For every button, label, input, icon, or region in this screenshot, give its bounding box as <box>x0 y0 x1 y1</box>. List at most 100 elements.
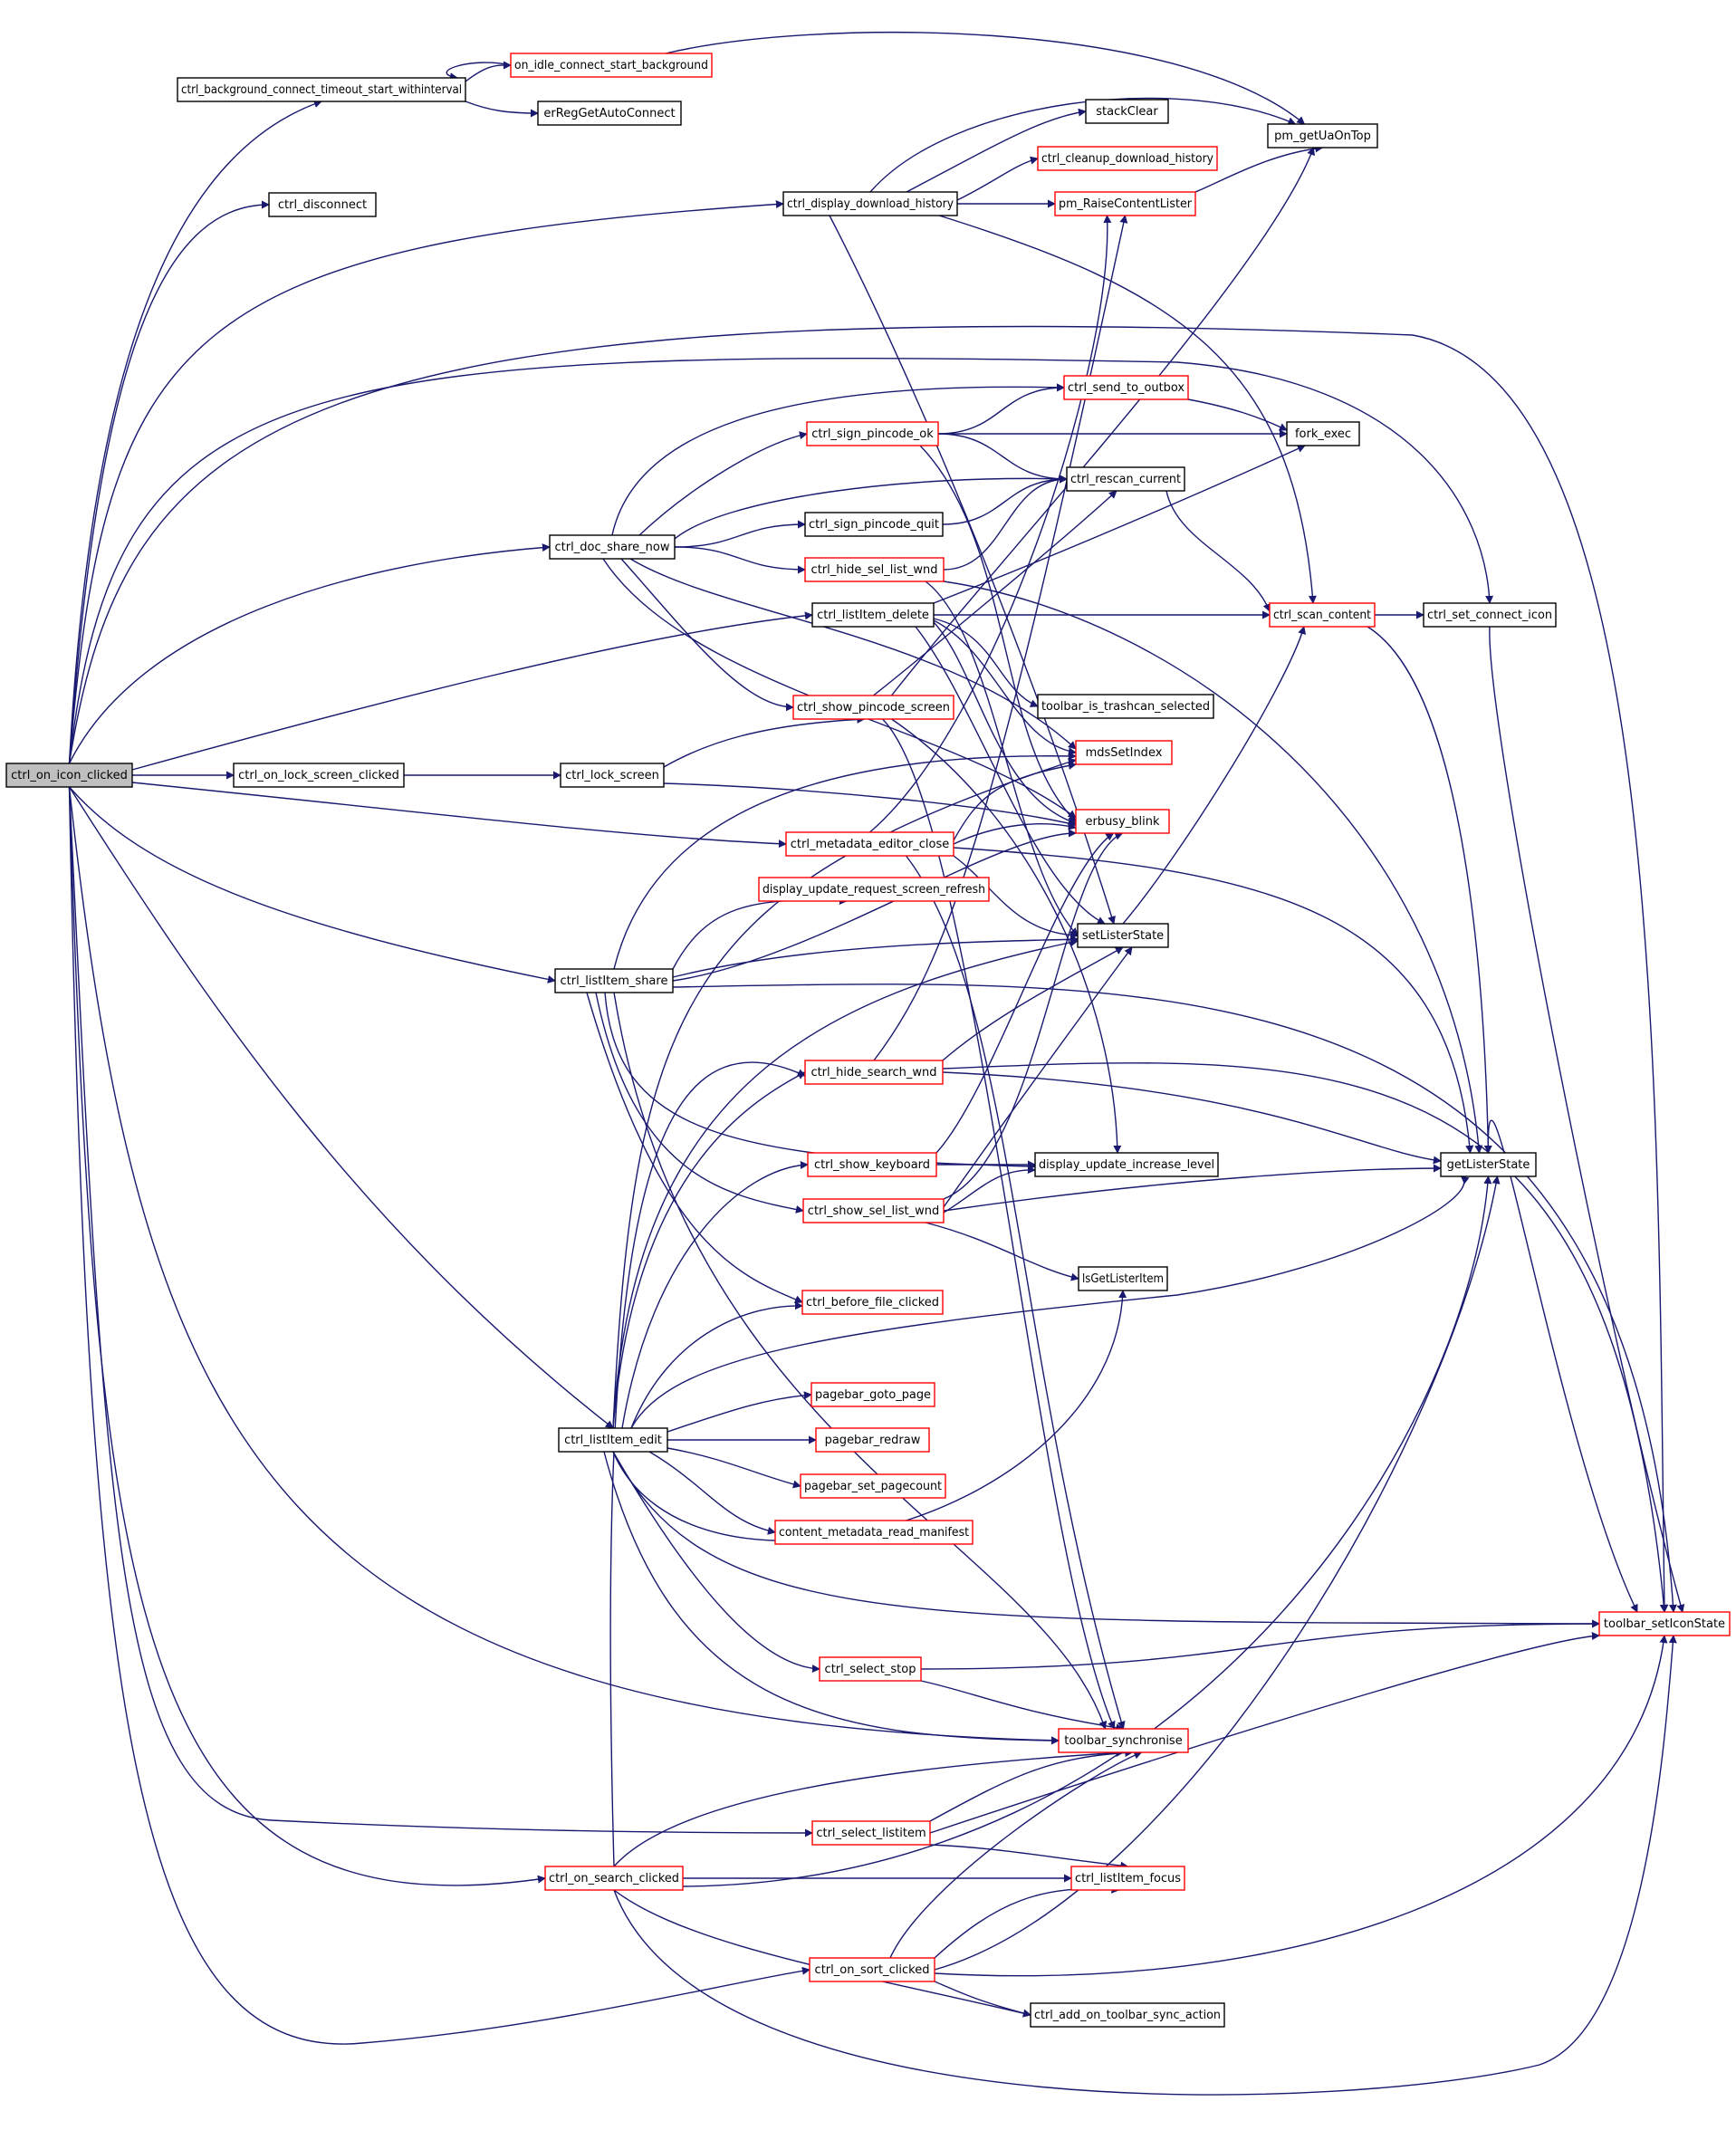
node-box-lie <box>558 1427 668 1453</box>
edge-lie-to-sls <box>612 938 1079 1429</box>
edge-lie-to-psp <box>667 1447 801 1489</box>
node-sto[interactable]: ctrl_send_to_outbox <box>1063 375 1189 400</box>
node-root[interactable]: ctrl_on_icon_clicked <box>5 763 133 788</box>
edge-bgct-to-ergac <box>465 101 539 118</box>
node-dursr[interactable]: display_update_request_screen_refresh <box>758 877 990 902</box>
node-pr[interactable]: pagebar_redraw <box>815 1427 930 1453</box>
node-erb[interactable]: erbusy_blink <box>1075 809 1170 834</box>
node-hslw[interactable]: ctrl_hide_sel_list_wnd <box>804 557 945 582</box>
node-sk[interactable]: ctrl_show_keyboard <box>807 1152 937 1177</box>
node-box-osc <box>544 1866 684 1891</box>
node-rescan[interactable]: ctrl_rescan_current <box>1066 466 1185 492</box>
node-sls[interactable]: setListerState <box>1077 923 1169 948</box>
node-psp[interactable]: pagebar_set_pagecount <box>800 1473 946 1499</box>
node-lis[interactable]: ctrl_listItem_share <box>554 968 674 993</box>
node-igli[interactable]: lsGetListerItem <box>1078 1266 1168 1291</box>
edge-lie-to-gls <box>630 1175 1470 1429</box>
node-aotsa[interactable]: ctrl_add_on_toolbar_sync_action <box>1030 2002 1225 2028</box>
node-cmrm[interactable]: content_metadata_read_manifest <box>774 1520 974 1545</box>
node-label-lock: ctrl_lock_screen <box>565 769 659 782</box>
edge-hsw-to-tsis <box>942 1062 1668 1613</box>
node-duil[interactable]: display_update_increase_level <box>1034 1152 1219 1177</box>
node-stackc[interactable]: stackClear <box>1085 99 1169 124</box>
node-ergac[interactable]: erRegGetAutoConnect <box>537 101 682 126</box>
node-label-sls: setListerState <box>1082 929 1164 943</box>
edge-root-to-sli <box>68 786 813 1837</box>
node-label-cmrm: content_metadata_read_manifest <box>779 1526 969 1540</box>
node-lif[interactable]: ctrl_listItem_focus <box>1070 1866 1185 1891</box>
node-label-spok: ctrl_sign_pincode_ok <box>811 427 934 441</box>
node-box-oicsb <box>510 53 713 78</box>
node-gls[interactable]: getListerState <box>1440 1152 1537 1177</box>
node-box-lif <box>1070 1866 1185 1891</box>
node-lid[interactable]: ctrl_listItem_delete <box>811 602 935 628</box>
node-osort[interactable]: ctrl_on_sort_clicked <box>809 1957 935 1982</box>
node-box-sli <box>811 1820 931 1846</box>
edge-sps-to-pmua <box>890 147 1315 696</box>
node-label-rescan: ctrl_rescan_current <box>1070 473 1181 486</box>
node-label-cdh: ctrl_cleanup_download_history <box>1041 152 1213 166</box>
node-label-bgct: ctrl_background_connect_timeout_start_wi… <box>181 83 462 97</box>
edge-lid-to-sls <box>915 626 1106 925</box>
edge-lis-to-tsync <box>613 992 1108 1730</box>
node-label-osort: ctrl_on_sort_clicked <box>815 1963 930 1977</box>
edge-hslw-to-gls <box>943 580 1483 1154</box>
node-tsync[interactable]: toolbar_synchronise <box>1058 1728 1189 1753</box>
node-osc[interactable]: ctrl_on_search_clicked <box>544 1866 684 1891</box>
node-oicsb[interactable]: on_idle_connect_start_background <box>510 53 713 78</box>
node-ss[interactable]: ctrl_select_stop <box>819 1656 922 1682</box>
node-fork[interactable]: fork_exec <box>1286 421 1360 446</box>
node-label-lid: ctrl_listItem_delete <box>817 609 929 622</box>
node-hsw[interactable]: ctrl_hide_search_wnd <box>804 1060 944 1085</box>
edge-spok-to-rescan <box>937 433 1068 484</box>
node-box-tsync <box>1058 1728 1189 1753</box>
node-spok[interactable]: ctrl_sign_pincode_ok <box>806 421 939 446</box>
node-scan[interactable]: ctrl_scan_content <box>1269 602 1376 628</box>
edge-lock-to-erb <box>663 782 1077 828</box>
node-tits[interactable]: toolbar_is_trashcan_selected <box>1037 694 1214 719</box>
node-box-psp <box>800 1473 946 1499</box>
edge-sli-to-tsync <box>929 1748 1134 1822</box>
node-spq[interactable]: ctrl_sign_pincode_quit <box>804 512 944 537</box>
node-box-mds <box>1075 740 1173 765</box>
call-edges <box>68 31 1685 2096</box>
node-box-pr <box>815 1427 930 1453</box>
node-lock[interactable]: ctrl_lock_screen <box>560 763 665 788</box>
node-label-pmua: pm_getUaOnTop <box>1274 130 1371 143</box>
node-cdh[interactable]: ctrl_cleanup_download_history <box>1037 146 1218 171</box>
edge-sslw-to-erb <box>943 832 1124 1200</box>
node-box-osort <box>809 1957 935 1982</box>
node-lie[interactable]: ctrl_listItem_edit <box>558 1427 668 1453</box>
node-sslw[interactable]: ctrl_show_sel_list_wnd <box>802 1198 945 1223</box>
edge-lis-to-sls <box>672 935 1079 978</box>
node-pgp[interactable]: pagebar_goto_page <box>810 1382 935 1407</box>
node-label-pr: pagebar_redraw <box>825 1434 921 1447</box>
edge-sps-to-tsync <box>882 718 1116 1730</box>
node-mec[interactable]: ctrl_metadata_editor_close <box>785 831 954 857</box>
edge-lid-to-tits <box>933 618 1039 707</box>
node-bgct[interactable]: ctrl_background_connect_timeout_start_wi… <box>177 77 466 102</box>
node-ddh[interactable]: ctrl_display_download_history <box>782 191 958 216</box>
node-sli[interactable]: ctrl_select_listitem <box>811 1820 931 1846</box>
node-box-sps <box>792 695 954 720</box>
node-disc[interactable]: ctrl_disconnect <box>268 192 377 217</box>
node-dsn[interactable]: ctrl_doc_share_now <box>549 534 676 560</box>
edge-lie-to-mds <box>612 758 1077 1429</box>
node-sps[interactable]: ctrl_show_pincode_screen <box>792 695 954 720</box>
node-box-rescan <box>1066 466 1185 492</box>
node-bfc[interactable]: ctrl_before_file_clicked <box>801 1290 944 1315</box>
node-box-sci <box>1423 602 1557 628</box>
edge-dsn-to-sto <box>611 383 1065 536</box>
node-sci[interactable]: ctrl_set_connect_icon <box>1423 602 1557 628</box>
node-olsc[interactable]: ctrl_on_lock_screen_clicked <box>233 763 405 788</box>
node-pmrcl[interactable]: pm_RaiseContentLister <box>1054 191 1196 216</box>
node-label-pgp: pagebar_goto_page <box>815 1388 931 1402</box>
node-tsis[interactable]: toolbar_setIconState <box>1598 1611 1731 1636</box>
node-pmua[interactable]: pm_getUaOnTop <box>1267 123 1378 149</box>
node-mds[interactable]: mdsSetIndex <box>1075 740 1173 765</box>
node-label-duil: display_update_increase_level <box>1039 1158 1214 1172</box>
edge-ss-to-tsis <box>920 1619 1600 1670</box>
edge-oicsb-to-bgct <box>446 62 512 82</box>
edge-lid-to-erb <box>933 621 1077 825</box>
edge-mec-to-tsync <box>905 855 1126 1730</box>
